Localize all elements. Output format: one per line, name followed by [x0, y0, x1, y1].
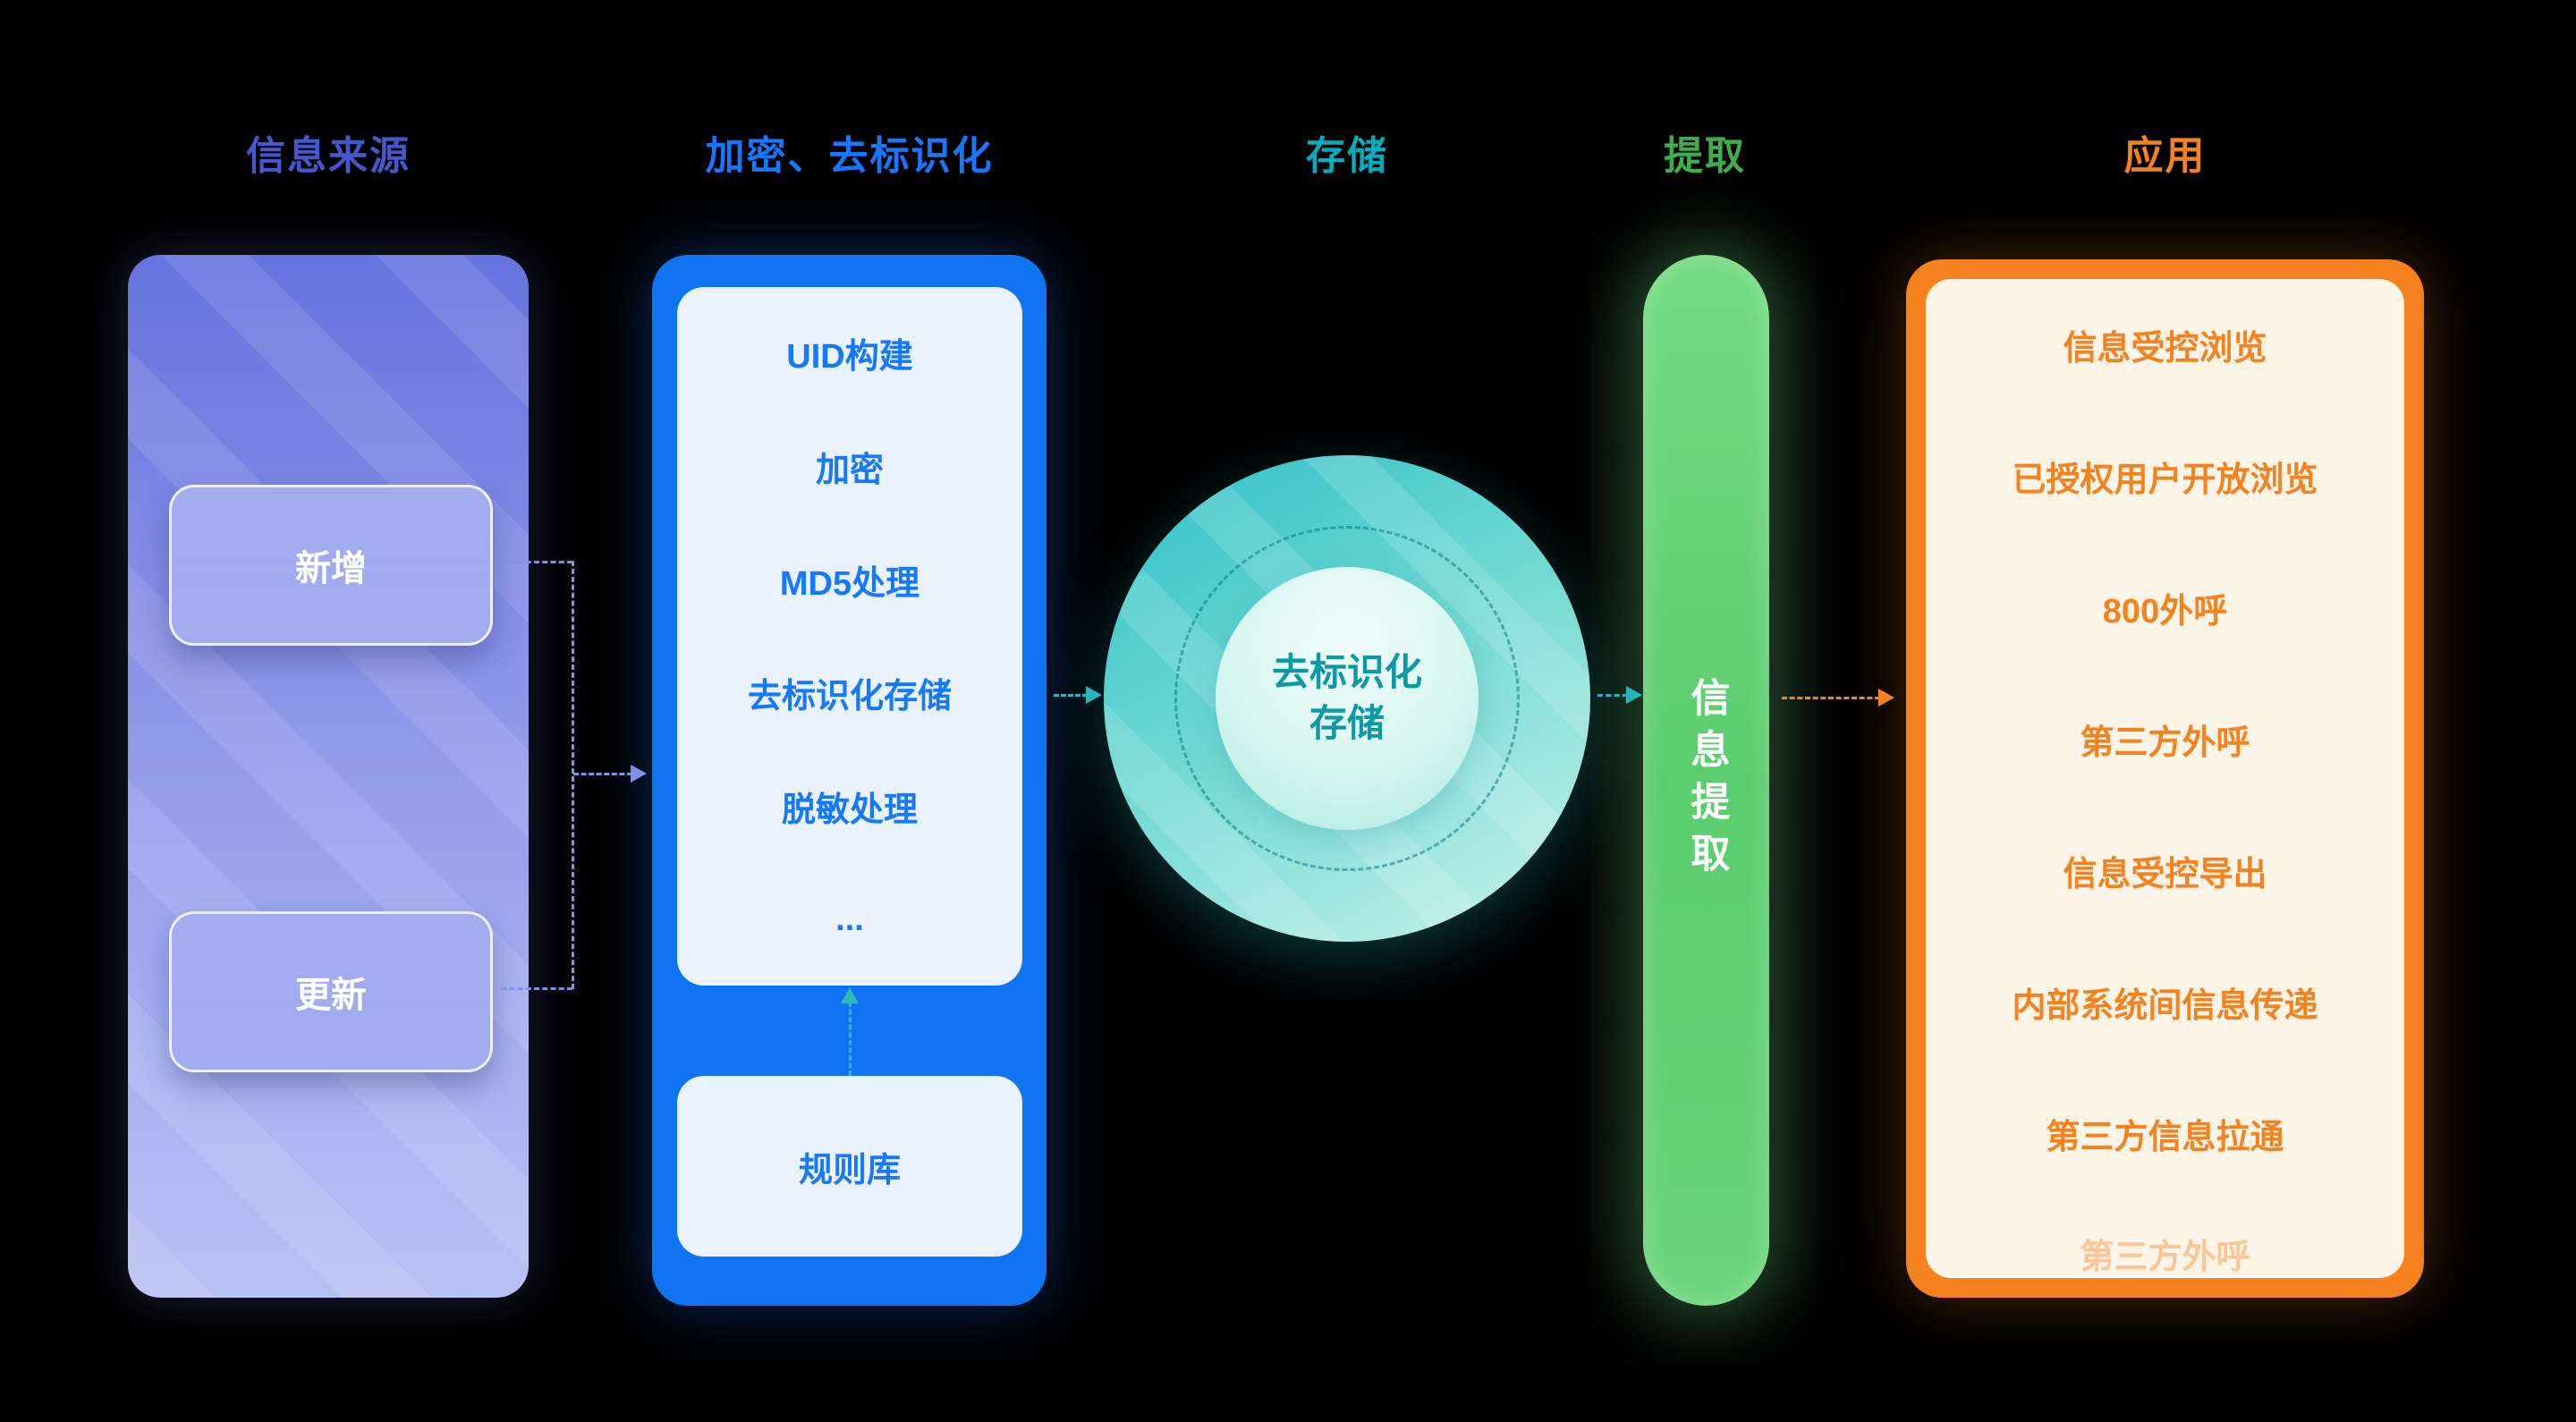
storage-label-line1: 去标识化: [1271, 651, 1422, 694]
application-item-authorized-open-browse: 已授权用户开放浏览: [2012, 461, 2318, 499]
encryption-step-desensitization: 脱敏处理: [781, 791, 918, 830]
encryption-step-uid: UID构建: [786, 337, 913, 376]
source-node-update: 更新: [169, 911, 493, 1072]
application-items-list: 信息受控浏览 已授权用户开放浏览 800外呼 第三方外呼 信息受控导出 内部系统…: [1926, 279, 2404, 1278]
connector-update-horizontal: [501, 987, 572, 990]
source-node-add: 新增: [169, 485, 493, 646]
column-header-source: 信息来源: [246, 134, 411, 178]
storage-inner-circle: 去标识化 存储: [1216, 567, 1479, 830]
application-item-controlled-export: 信息受控导出: [2063, 856, 2267, 893]
encryption-step-encrypt: 加密: [815, 451, 884, 489]
application-item-800-outbound: 800外呼: [2102, 593, 2228, 631]
connector-to-encryption-line: [573, 773, 632, 775]
storage-circle: 去标识化 存储: [1104, 455, 1590, 942]
connector-storage-extraction-line: [1597, 694, 1628, 697]
encryption-panel: UID构建 加密 MD5处理 去标识化存储 脱敏处理 ... 规则库: [652, 255, 1046, 1306]
column-header-application: 应用: [2123, 134, 2207, 178]
source-panel: 新增 更新: [128, 255, 529, 1298]
rule-library-arrow-head: [841, 987, 859, 1003]
storage-dashed-ring: [1174, 526, 1520, 871]
encryption-step-deidentified-storage: 去标识化存储: [747, 678, 952, 716]
application-item-internal-transfer: 内部系统间信息传递: [2012, 987, 2318, 1025]
connector-to-encryption-arrow: [631, 765, 647, 783]
storage-label-line2: 存储: [1309, 702, 1385, 744]
connector-extraction-application-line: [1782, 697, 1880, 699]
extraction-bar-label: 信息提取: [1684, 676, 1729, 885]
application-panel: 信息受控浏览 已授权用户开放浏览 800外呼 第三方外呼 信息受控导出 内部系统…: [1906, 259, 2424, 1298]
rule-library-arrow-line: [849, 1002, 852, 1076]
connector-extraction-application-arrow: [1878, 689, 1894, 707]
application-item-controlled-browse: 信息受控浏览: [2063, 330, 2267, 368]
encryption-step-md5: MD5处理: [779, 564, 920, 603]
encryption-steps-list: UID构建 加密 MD5处理 去标识化存储 脱敏处理 ...: [677, 287, 1022, 986]
column-header-extraction: 提取: [1664, 134, 1746, 178]
rule-library-box: 规则库: [677, 1076, 1022, 1257]
connector-merge-vertical: [572, 561, 574, 989]
application-item-thirdparty-outbound: 第三方外呼: [2080, 724, 2250, 762]
column-header-encryption: 加密、去标识化: [705, 134, 994, 178]
connector-encryption-storage-line: [1054, 694, 1088, 697]
application-item-thirdparty-link: 第三方信息拉通: [2046, 1119, 2284, 1156]
column-header-storage: 存储: [1306, 134, 1388, 178]
connector-storage-extraction-arrow: [1626, 686, 1642, 704]
connector-add-horizontal: [501, 561, 572, 563]
connector-encryption-storage-arrow: [1086, 686, 1102, 704]
extraction-bar: 信息提取: [1643, 255, 1769, 1306]
encryption-step-ellipsis: ...: [835, 901, 864, 939]
application-item-partial: 第三方外呼: [2080, 1238, 2250, 1276]
